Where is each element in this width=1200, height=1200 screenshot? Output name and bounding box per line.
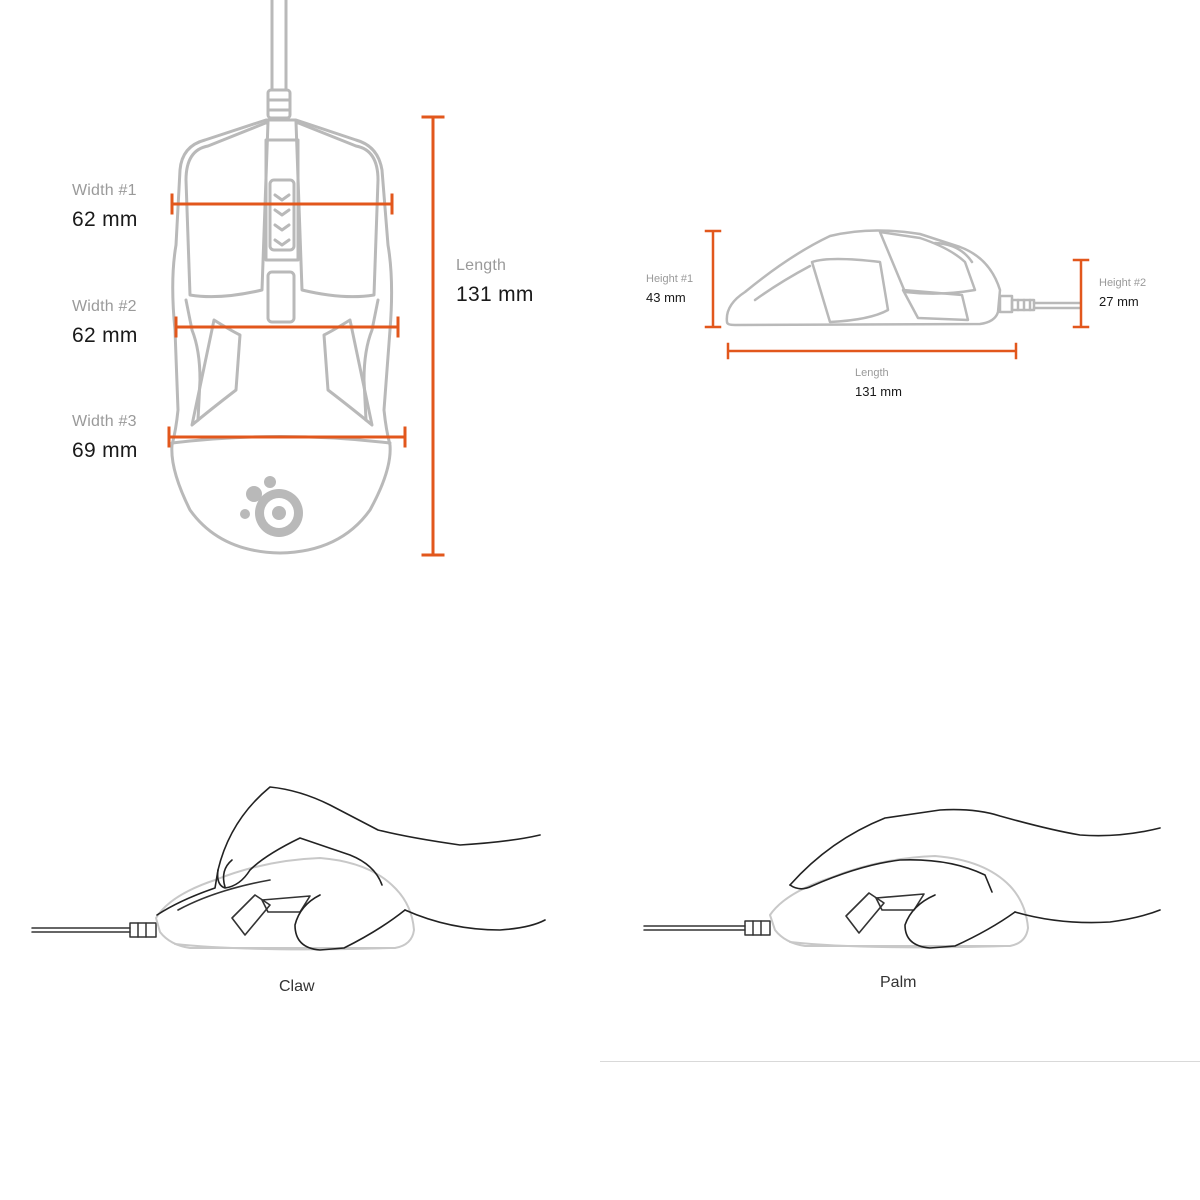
width2-dimension-line (174, 316, 400, 338)
width2-label: Width #2 (72, 298, 137, 315)
height1-label: Height #1 (646, 273, 694, 285)
width3-value: 69 mm (72, 439, 138, 462)
length-label: Length (456, 257, 507, 274)
side-length-label: Length (855, 367, 889, 379)
width3-label: Width #3 (72, 413, 137, 430)
width1-dimension-line (170, 193, 394, 215)
height2-label: Height #2 (1099, 277, 1147, 289)
width2-value: 62 mm (72, 324, 138, 347)
width1-label: Width #1 (72, 182, 137, 199)
steelseries-logo-icon (240, 476, 303, 537)
palm-grip-label: Palm (880, 974, 917, 991)
height2-value: 27 mm (1099, 294, 1139, 309)
side-view-dimension-lines (704, 229, 1090, 360)
mouse-top-view (170, 0, 394, 555)
height1-dimension-line (704, 229, 722, 329)
section-divider (600, 1061, 1200, 1062)
palm-grip-illustration (643, 808, 1161, 949)
claw-grip-label: Claw (279, 978, 315, 995)
top-view-dimension-lines (167, 115, 445, 557)
mouse-side-view (725, 229, 1082, 327)
width1-value: 62 mm (72, 208, 138, 231)
side-length-dimension-line (726, 342, 1018, 360)
width3-dimension-line (167, 426, 407, 448)
side-length-value: 131 mm (855, 384, 902, 399)
claw-grip-illustration (31, 786, 546, 951)
length-dimension-line (421, 115, 445, 557)
height2-dimension-line (1072, 258, 1090, 329)
height1-value: 43 mm (646, 290, 686, 305)
length-value: 131 mm (456, 283, 534, 306)
